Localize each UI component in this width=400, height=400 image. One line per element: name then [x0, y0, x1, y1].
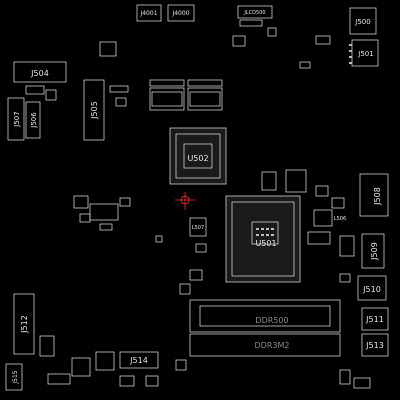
label-j510: J510	[362, 285, 381, 294]
component-small-part[interactable]	[25, 85, 45, 95]
component-small-part[interactable]	[79, 213, 91, 223]
connector-j507[interactable]: J507	[7, 97, 25, 141]
component-small-part[interactable]	[119, 197, 131, 207]
component-small-part[interactable]	[71, 357, 91, 377]
component-ram-chip-1[interactable]	[149, 87, 185, 111]
component-ram-chip-2[interactable]	[187, 87, 223, 111]
component-small-part[interactable]	[155, 235, 163, 243]
selection-marker	[175, 192, 195, 210]
connector-j510[interactable]: J510	[357, 275, 387, 301]
component-inductor[interactable]	[261, 171, 277, 191]
label-j508: J508	[373, 187, 382, 206]
component-small-part[interactable]	[331, 197, 345, 209]
component-small-part[interactable]	[99, 223, 113, 231]
component-small-ic[interactable]	[232, 35, 246, 47]
label-jlcd500: JLCD500	[243, 10, 265, 16]
component-small-part[interactable]	[315, 185, 329, 197]
label-j507: J507	[13, 111, 21, 127]
label-j512: J512	[20, 315, 29, 334]
connector-j513[interactable]: J513	[361, 333, 389, 357]
label-j514: J514	[129, 356, 148, 365]
label-j504: J504	[30, 69, 49, 78]
connector-j501[interactable]: J501	[349, 39, 379, 67]
component-small-part[interactable]	[315, 35, 331, 45]
connector-j509[interactable]: J509	[361, 233, 385, 269]
component-small-part[interactable]	[89, 203, 119, 221]
component-small-part[interactable]	[115, 97, 127, 107]
component-l507[interactable]: L507	[189, 217, 207, 237]
connector-j504[interactable]: J504	[13, 61, 67, 83]
component-small-part[interactable]	[339, 273, 351, 283]
label-ddr3m2: DDR3M2	[255, 341, 290, 350]
component-small-part[interactable]	[267, 27, 277, 37]
component-inductor[interactable]	[285, 169, 307, 193]
label-j511: J511	[365, 315, 384, 324]
component-small-part[interactable]	[189, 269, 203, 281]
connector-j500[interactable]: J500	[349, 7, 377, 35]
label-u501: U501	[255, 239, 276, 248]
component-small-part[interactable]	[109, 85, 129, 93]
component-small-part[interactable]	[179, 283, 191, 295]
component-small-part[interactable]	[175, 359, 187, 371]
component-small-part[interactable]	[95, 351, 115, 371]
connector-j512[interactable]: J512	[13, 293, 35, 355]
memory-slot-ddr3m2[interactable]: DDR3M2	[189, 333, 341, 357]
label-l507: L507	[192, 225, 204, 231]
connector-j515[interactable]: J515	[5, 363, 23, 391]
connector-j505[interactable]: J505	[83, 79, 105, 141]
connector-j4000[interactable]: J4000	[167, 4, 195, 22]
label-j505: J505	[90, 101, 99, 120]
connector-j511[interactable]: J511	[361, 307, 389, 331]
component-small-part[interactable]	[73, 195, 89, 209]
memory-slot-ddr500[interactable]: DDR500	[189, 299, 341, 333]
label-ddr500: DDR500	[255, 316, 288, 325]
connector-j506[interactable]: J506	[25, 101, 41, 139]
label-j4000: J4000	[171, 10, 189, 17]
label-j501: J501	[357, 50, 373, 58]
component-top-ic[interactable]	[99, 41, 117, 57]
connector-j4001[interactable]: J4001	[136, 4, 162, 22]
chip-u502[interactable]: U502	[169, 127, 227, 185]
component-small-part[interactable]	[299, 61, 311, 69]
component-small-part[interactable]	[119, 375, 135, 387]
component-small-part[interactable]	[339, 369, 351, 385]
connector-jlcd500[interactable]: JLCD500	[237, 5, 273, 27]
chip-u501[interactable]: U501	[225, 195, 301, 283]
component-l506[interactable]: L506	[313, 209, 346, 227]
label-l506: L506	[334, 216, 346, 222]
label-j513: J513	[365, 341, 384, 350]
label-j515: J515	[12, 370, 19, 384]
component-small-part[interactable]	[39, 335, 55, 357]
component-small-part[interactable]	[45, 89, 57, 101]
label-j500: J500	[354, 18, 370, 26]
component-small-part[interactable]	[353, 377, 371, 389]
connector-j514[interactable]: J514	[119, 351, 159, 369]
component-small-part[interactable]	[145, 375, 159, 387]
component-small-part[interactable]	[195, 243, 207, 253]
label-u502: U502	[187, 154, 208, 163]
component-small-part[interactable]	[339, 235, 355, 257]
component-small-part[interactable]	[307, 231, 331, 245]
label-j506: J506	[30, 112, 38, 129]
label-j509: J509	[370, 242, 379, 261]
connector-j513b[interactable]	[47, 373, 71, 385]
label-j4001: J4001	[139, 10, 157, 17]
connector-j508[interactable]: J508	[359, 173, 389, 217]
